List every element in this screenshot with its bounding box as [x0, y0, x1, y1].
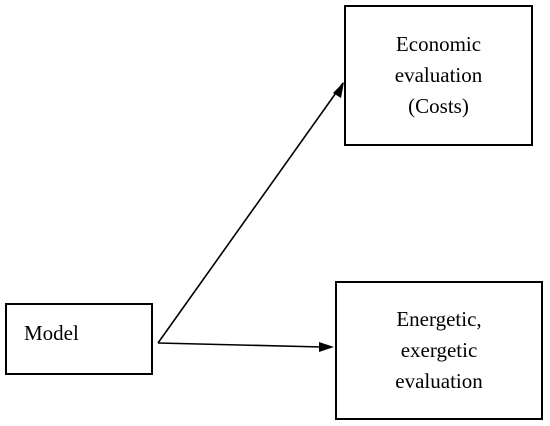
model-label-line: Model — [24, 320, 79, 345]
arrow-model-to-energetic — [157, 342, 323, 348]
energetic-evaluation-box: Energetic, exergetic evaluation — [335, 281, 543, 420]
energetic-label-line-2: exergetic — [400, 338, 478, 362]
economic-label-line-1: Economic — [395, 32, 482, 56]
energetic-evaluation-label: Energetic, exergetic evaluation — [395, 304, 482, 397]
model-label: Model — [24, 318, 79, 349]
energetic-label-line-1: Energetic, — [396, 307, 482, 331]
economic-label-line-2: evaluation — [394, 63, 483, 87]
arrowhead-energetic — [319, 342, 334, 352]
economic-evaluation-box: Economic evaluation (Costs) — [344, 5, 533, 146]
economic-label-line-3: (Costs) — [408, 94, 469, 118]
arrow-model-to-economic — [157, 82, 344, 344]
economic-evaluation-label: Economic evaluation (Costs) — [395, 29, 482, 122]
arrowhead-economic — [333, 82, 344, 98]
model-box: Model — [5, 303, 153, 375]
energetic-label-line-3: evaluation — [395, 369, 483, 393]
